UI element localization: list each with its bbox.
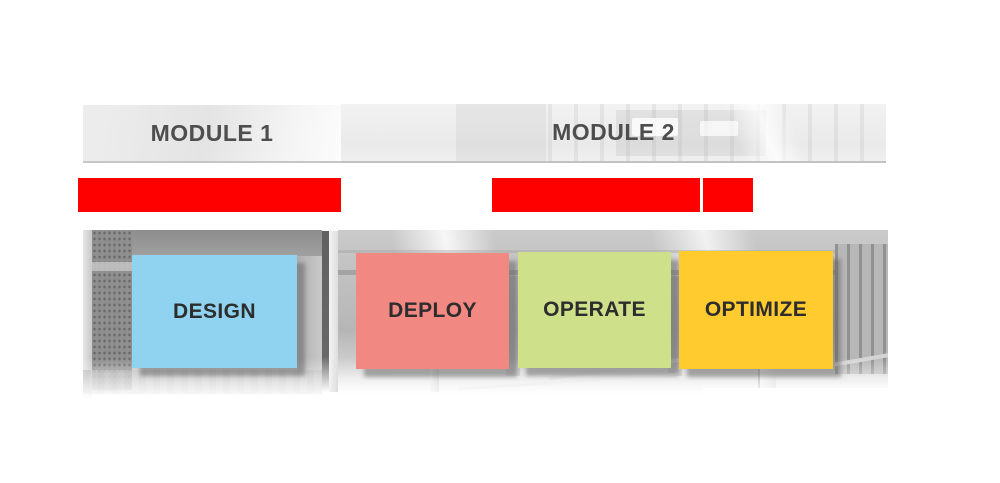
- panel-divider-highlight: [329, 231, 338, 392]
- phase-box-deploy: DEPLOY: [356, 253, 509, 369]
- photo-texture-server-rack: [506, 276, 520, 376]
- white-redaction-block: [703, 388, 888, 412]
- module-1-header: MODULE 1: [83, 105, 341, 163]
- phase-box-label: DEPLOY: [388, 299, 477, 322]
- photo-texture-rack-block: [456, 104, 546, 161]
- phase-box-label: OPERATE: [543, 298, 646, 321]
- phase-box-label: DESIGN: [173, 299, 256, 323]
- phase-box-design: DESIGN: [132, 255, 297, 368]
- module-2-title: MODULE 2: [552, 119, 675, 145]
- phase-box-optimize: OPTIMIZE: [679, 251, 833, 369]
- photo-texture-server-rack: [668, 276, 682, 376]
- redacted-text-bar-module-1: [78, 178, 341, 212]
- redacted-text-bar-module-2-a: [492, 178, 700, 212]
- module-1-title: MODULE 1: [150, 119, 274, 146]
- photo-texture-server-rack: [835, 244, 888, 374]
- photo-texture-ceiling-beam: [338, 250, 888, 253]
- phase-box-operate: OPERATE: [518, 252, 671, 368]
- photo-texture-pillar: [297, 256, 322, 374]
- module-2-header: MODULE 2: [341, 104, 886, 163]
- photo-texture-ceiling: [132, 230, 322, 256]
- phase-box-label: OPTIMIZE: [704, 298, 808, 321]
- photo-texture-highlight: [686, 104, 846, 161]
- datacenter-photo-module-1: [83, 230, 322, 398]
- photo-texture-rack-band: [92, 262, 132, 271]
- photo-texture-edge: [83, 230, 92, 398]
- panel-divider-shadow: [322, 231, 329, 392]
- photo-texture-led-panel: [632, 118, 678, 136]
- redacted-text-bar-module-2-b: [703, 178, 753, 212]
